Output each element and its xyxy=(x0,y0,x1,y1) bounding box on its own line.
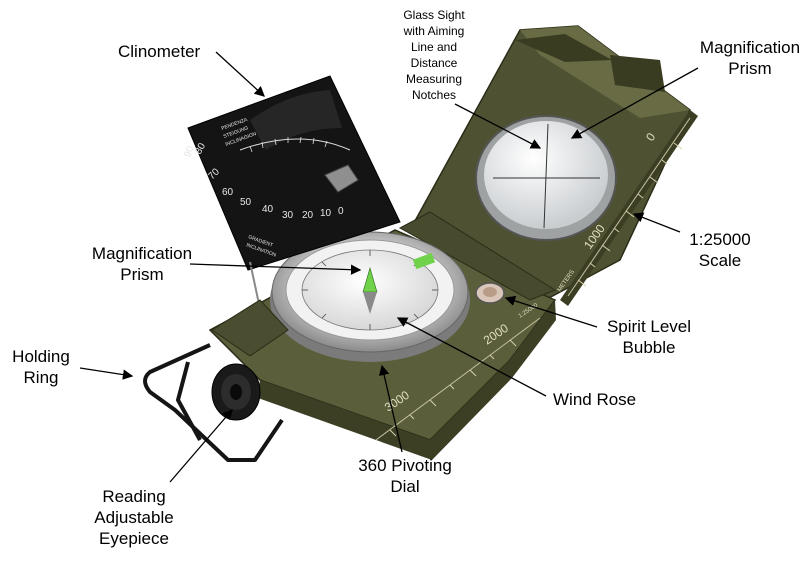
clinometer-card: PENDENZA STEIGUNG INCLINAGION 90 80 70 6… xyxy=(182,75,401,319)
label-spirit-level-bubble: Spirit Level Bubble xyxy=(606,317,692,357)
svg-text:80: 80 xyxy=(193,141,208,157)
lid-scale-ticks xyxy=(577,142,683,287)
prism-left-pointer xyxy=(189,263,362,275)
svg-text:90: 90 xyxy=(182,144,196,159)
sighting-lid: 0 1000 METERS xyxy=(408,25,698,306)
reading-eyepiece xyxy=(211,299,289,421)
label-holding-ring: Holding Ring xyxy=(12,347,70,387)
prism-top-pointer xyxy=(570,67,699,139)
label-wind-rose: Wind Rose xyxy=(553,390,637,409)
label-magnification-prism-left: Magnification Prism xyxy=(91,244,193,284)
svg-text:10: 10 xyxy=(320,208,332,219)
clinometer-pointer xyxy=(215,51,265,97)
holding-ring xyxy=(143,343,284,462)
callout-lines xyxy=(79,51,699,483)
label-pivoting-dial: 360 Pivoting Dial xyxy=(358,456,452,496)
svg-text:50: 50 xyxy=(240,197,252,208)
spirit-level-pointer xyxy=(504,295,598,328)
svg-text:40: 40 xyxy=(262,204,274,215)
wind-rose-pointer xyxy=(396,317,547,397)
label-reading-eyepiece: Reading Adjustable Eyepiece xyxy=(94,487,174,548)
holding-ring-pointer xyxy=(79,367,134,380)
svg-text:60: 60 xyxy=(222,187,234,198)
label-scale: 1:25000 Scale xyxy=(689,230,751,270)
base-scale-ticks xyxy=(389,339,517,437)
svg-text:20: 20 xyxy=(302,210,314,221)
label-magnification-prism-top: Magnification Prism xyxy=(699,38,801,78)
eyepiece-pointer xyxy=(169,409,233,483)
scale-pointer xyxy=(632,212,681,233)
label-glass-sight: Glass Sight with Aiming Line and Distanc… xyxy=(403,8,465,102)
pivoting-dial-pointer xyxy=(378,364,403,453)
svg-text:0: 0 xyxy=(338,206,344,217)
glass-sight-pointer xyxy=(454,103,542,149)
svg-text:30: 30 xyxy=(282,210,294,221)
label-clinometer: Clinometer xyxy=(118,42,201,61)
